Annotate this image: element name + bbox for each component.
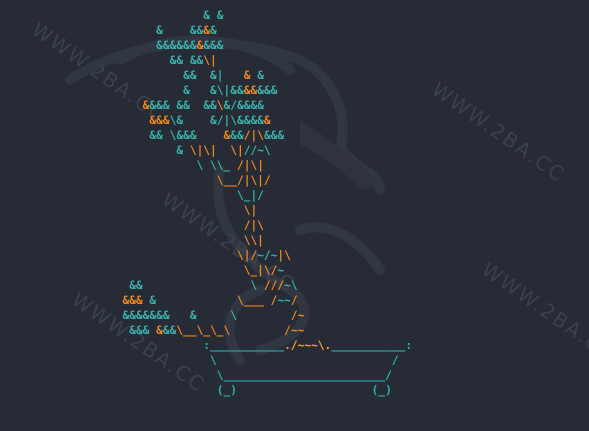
- art-segment: && \&&&: [109, 129, 224, 142]
- art-segment: ///: [263, 279, 285, 292]
- art-segment: & &: [109, 9, 224, 22]
- bonsai-ascii-art: & & & &&&& &&&&&&&&&& && &&\| && &| & & …: [109, 8, 412, 398]
- art-line: &&& & \___ /~~/: [109, 293, 412, 308]
- art-segment: &|: [203, 69, 244, 82]
- art-segment: \& &/|\&&&&: [169, 114, 264, 127]
- art-segment: ~/~: [257, 249, 278, 262]
- art-segment: &&: [243, 84, 258, 97]
- art-segment: \\|: [109, 234, 264, 247]
- art-segment: & && &&: [162, 99, 217, 112]
- art-segment: &&&: [263, 129, 285, 142]
- art-segment: &&&&&&& & \: [109, 309, 291, 322]
- art-segment: &&: [149, 99, 163, 112]
- art-line: &&&& && &&\&/&&&&: [109, 98, 412, 113]
- art-segment: &: [196, 39, 204, 52]
- art-segment: &: [210, 24, 217, 37]
- art-segment: &: [156, 324, 163, 337]
- art-line: && \&&& &&&/|\&&&: [109, 128, 412, 143]
- art-segment: ~\: [284, 279, 298, 292]
- art-segment: && &&: [109, 54, 204, 67]
- art-line: (_) (_): [109, 383, 412, 398]
- art-segment: &&&: [257, 84, 278, 97]
- art-line: \\|: [109, 233, 412, 248]
- art-line: && \ ///~\: [109, 278, 412, 293]
- art-segment: &&&&&&: [109, 39, 197, 52]
- art-segment: \_|\/: [109, 264, 278, 277]
- art-segment: &&&: [109, 114, 170, 127]
- art-segment: &&: [230, 129, 244, 142]
- art-segment: :___________: [109, 339, 285, 352]
- art-segment: \ \\_: [109, 159, 237, 172]
- art-segment: //~\: [243, 144, 271, 157]
- art-segment: ___________:: [331, 339, 413, 352]
- art-segment: (_) (_): [109, 384, 392, 397]
- art-segment: &/&&&&: [223, 99, 264, 112]
- art-segment: \ /: [109, 354, 399, 367]
- art-line: & &\|&&&&&&&: [109, 83, 412, 98]
- art-segment: /|\: [109, 219, 264, 232]
- art-segment: /|\|: [236, 159, 264, 172]
- art-segment: &: [142, 294, 237, 307]
- art-segment: ~: [277, 264, 285, 277]
- art-line: \|/~/~|\: [109, 248, 412, 263]
- art-segment: /: [290, 294, 298, 307]
- art-segment: \__\_\_\: [176, 324, 231, 337]
- art-line: & &&&&: [109, 23, 412, 38]
- art-segment: \|\| \|: [189, 144, 244, 157]
- art-line: & \|\| \|//~\: [109, 143, 412, 158]
- art-segment: \________________________/: [109, 369, 392, 382]
- art-segment: &: [250, 69, 264, 82]
- art-line: &&&&&&& & \ /~: [109, 308, 412, 323]
- art-segment: & &&: [109, 24, 204, 37]
- art-segment: |\: [277, 249, 291, 262]
- art-segment: /~~: [284, 324, 305, 337]
- art-line: &&& &&&\__\_\_\ /~~: [109, 323, 412, 338]
- art-segment: [230, 324, 284, 337]
- art-segment: & &\|&&: [109, 84, 244, 97]
- art-line: & &: [109, 8, 412, 23]
- art-line: \__/|\|/: [109, 173, 412, 188]
- art-segment: && \: [109, 279, 264, 292]
- art-line: &&&\& &/|\&&&&&: [109, 113, 412, 128]
- art-segment: /~: [290, 309, 305, 322]
- art-line: \ \\_ /|\|: [109, 158, 412, 173]
- art-segment: \|: [203, 54, 217, 67]
- art-segment: &: [223, 129, 231, 142]
- art-segment: ~~: [277, 294, 291, 307]
- art-line: \ /: [109, 353, 412, 368]
- art-segment: \: [216, 99, 224, 112]
- art-segment: &: [109, 144, 190, 157]
- art-segment: \__/|\|/: [109, 174, 271, 187]
- art-segment: \|: [109, 204, 258, 217]
- art-segment: &: [243, 69, 251, 82]
- art-segment: /|\: [243, 129, 264, 142]
- art-segment: ./~~~\.: [284, 339, 332, 352]
- art-line: && &| & &: [109, 68, 412, 83]
- art-line: && &&\|: [109, 53, 412, 68]
- art-segment: &&: [109, 69, 204, 82]
- art-segment: \_|/: [109, 189, 264, 202]
- art-line: \________________________/: [109, 368, 412, 383]
- art-line: :___________./~~~\.___________:: [109, 338, 412, 353]
- art-line: &&&&&&&&&&: [109, 38, 412, 53]
- art-segment: &&&: [109, 324, 157, 337]
- art-segment: &&: [162, 324, 177, 337]
- art-segment: \|/: [109, 249, 258, 262]
- art-segment: &&&: [109, 294, 143, 307]
- art-line: \_|/: [109, 188, 412, 203]
- art-line: \|: [109, 203, 412, 218]
- art-line: \_|\/~: [109, 263, 412, 278]
- art-segment: &: [263, 114, 271, 127]
- art-segment: &: [203, 24, 211, 37]
- art-segment: \___ /: [236, 294, 278, 307]
- art-line: /|\: [109, 218, 412, 233]
- art-segment: &&&: [203, 39, 224, 52]
- art-segment: &: [109, 99, 150, 112]
